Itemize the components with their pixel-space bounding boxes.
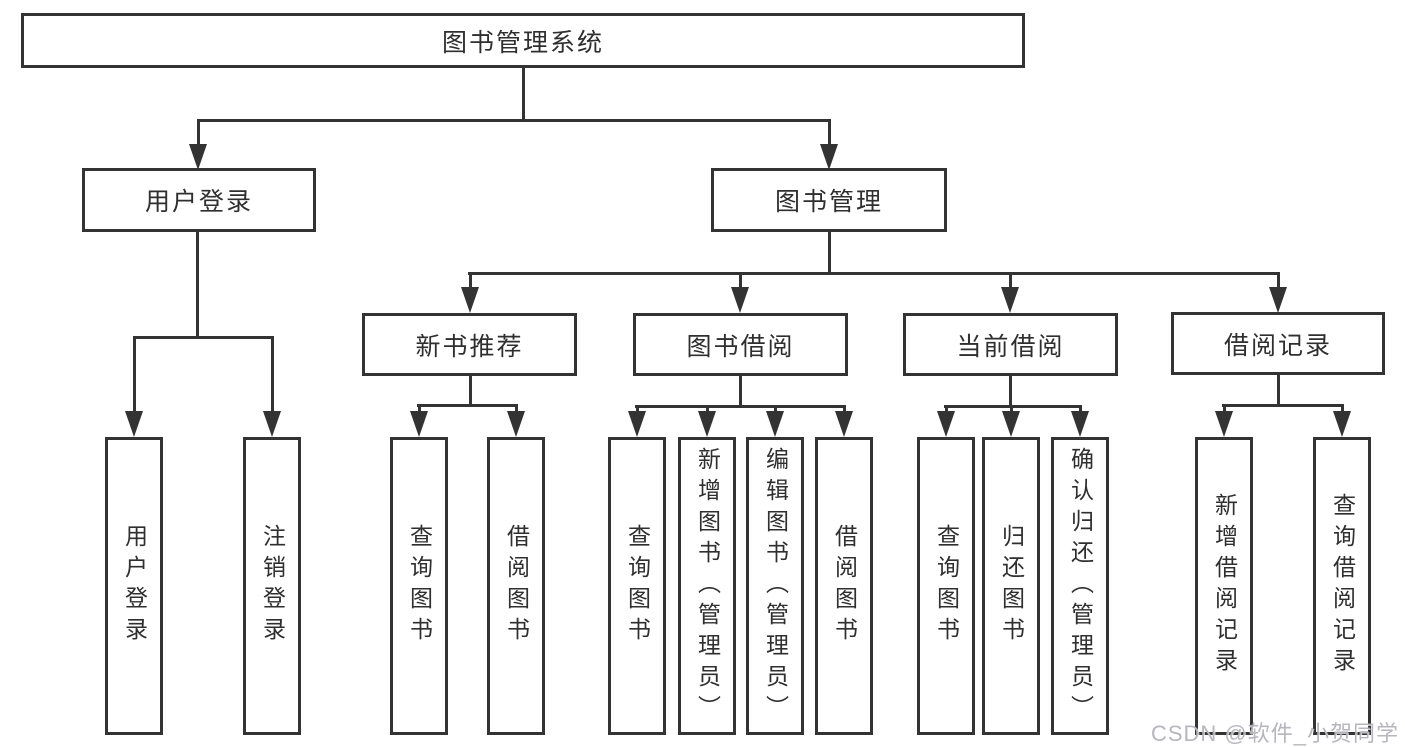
connector-line	[944, 405, 1082, 408]
connector-line	[417, 404, 518, 407]
leaf-query-books-recommend: 查询图书	[390, 437, 448, 735]
node-borrow-records: 借阅记录	[1171, 312, 1385, 375]
node-current-borrowing-label: 当前借阅	[956, 332, 1065, 361]
arrow-down-icon	[189, 144, 207, 170]
connector-line	[1079, 405, 1082, 413]
arrow-down-icon	[731, 287, 749, 313]
connector-line	[1009, 375, 1012, 406]
connector-line	[133, 336, 136, 413]
arrow-down-icon	[1269, 287, 1287, 313]
leaf-confirm-return-admin: 确认归还（管理员）	[1051, 437, 1109, 735]
connector-line	[522, 68, 525, 120]
node-borrow-records-label: 借阅记录	[1223, 331, 1332, 360]
arrow-down-icon	[1002, 411, 1020, 437]
leaf-borrow-books-borrowing: 借阅图书	[815, 437, 873, 735]
leaf-query-books-borrowing-label: 查询图书	[624, 524, 651, 648]
connector-line	[197, 119, 200, 146]
connector-line	[469, 375, 472, 405]
leaf-edit-book-admin-label: 编辑图书（管理员）	[762, 446, 789, 726]
arrow-down-icon	[1071, 411, 1089, 437]
arrow-down-icon	[766, 411, 784, 437]
arrow-down-icon	[937, 411, 955, 437]
node-book-borrowing: 图书借阅	[633, 313, 848, 376]
arrow-down-icon	[1001, 287, 1019, 313]
leaf-logout: 注销登录	[243, 437, 301, 735]
arrow-down-icon	[835, 411, 853, 437]
connector-line	[843, 405, 846, 413]
node-user-login-label: 用户登录	[144, 188, 253, 216]
connector-line	[1223, 404, 1226, 413]
watermark: CSDN @软件_小贺同学	[1150, 721, 1399, 746]
arrow-down-icon	[628, 411, 646, 437]
leaf-query-books-borrowing: 查询图书	[608, 437, 666, 735]
connector-line	[133, 336, 274, 339]
leaf-edit-book-admin: 编辑图书（管理员）	[746, 437, 804, 735]
arrow-down-icon	[1333, 411, 1351, 437]
node-new-book-recommend: 新书推荐	[362, 313, 577, 376]
leaf-borrow-books-recommend-label: 借阅图书	[503, 524, 530, 648]
leaf-query-books-current: 查询图书	[917, 437, 975, 735]
node-root: 图书管理系统	[21, 13, 1025, 68]
connector-line	[739, 375, 742, 406]
leaf-query-books-recommend-label: 查询图书	[406, 524, 433, 648]
connector-line	[418, 404, 421, 413]
connector-line	[468, 272, 1280, 275]
connector-line	[1222, 404, 1344, 407]
leaf-borrow-books-borrowing-label: 借阅图书	[831, 524, 858, 648]
leaf-query-books-current-label: 查询图书	[933, 524, 960, 648]
connector-line	[1010, 405, 1013, 413]
connector-line	[828, 231, 831, 273]
connector-line	[271, 336, 274, 413]
arrow-down-icon	[263, 411, 281, 437]
arrow-down-icon	[461, 287, 479, 313]
node-book-borrowing-label: 图书借阅	[686, 332, 795, 361]
arrow-down-icon	[1215, 411, 1233, 437]
arrow-down-icon	[507, 411, 525, 437]
node-root-label: 图书管理系统	[441, 28, 604, 57]
leaf-return-book-label: 归还图书	[998, 524, 1025, 648]
arrow-down-icon	[125, 411, 143, 437]
connector-line	[945, 405, 948, 413]
arrow-down-icon	[698, 411, 716, 437]
leaf-query-borrow-record: 查询借阅记录	[1313, 437, 1371, 735]
leaf-borrow-books-recommend: 借阅图书	[487, 437, 545, 735]
leaf-confirm-return-admin-label: 确认归还（管理员）	[1067, 446, 1094, 726]
leaf-user-login: 用户登录	[105, 437, 163, 735]
connector-line	[706, 405, 709, 413]
arrow-down-icon	[410, 411, 428, 437]
connector-line	[1277, 272, 1280, 289]
connector-line	[635, 405, 846, 408]
connector-line	[1341, 404, 1344, 413]
leaf-add-book-admin-label: 新增图书（管理员）	[694, 446, 721, 726]
leaf-add-borrow-record-label: 新增借阅记录	[1211, 493, 1238, 679]
leaf-add-book-admin: 新增图书（管理员）	[678, 437, 736, 735]
leaf-query-borrow-record-label: 查询借阅记录	[1329, 493, 1356, 679]
node-new-book-recommend-label: 新书推荐	[415, 332, 524, 361]
node-current-borrowing: 当前借阅	[903, 313, 1118, 376]
leaf-user-login-label: 用户登录	[121, 524, 148, 648]
node-user-login: 用户登录	[82, 168, 316, 232]
leaf-add-borrow-record: 新增借阅记录	[1195, 437, 1253, 735]
node-book-management-label: 图书管理	[774, 188, 883, 216]
node-book-management: 图书管理	[711, 168, 947, 232]
connector-line	[828, 119, 831, 146]
connector-line	[739, 272, 742, 289]
connector-line	[774, 405, 777, 413]
connector-line	[197, 119, 831, 122]
connector-line	[469, 272, 472, 289]
connector-line	[636, 405, 639, 413]
leaf-logout-label: 注销登录	[259, 524, 286, 648]
arrow-down-icon	[820, 144, 838, 170]
connector-line	[196, 231, 199, 337]
connector-line	[515, 404, 518, 413]
connector-line	[1009, 272, 1012, 289]
leaf-return-book: 归还图书	[982, 437, 1040, 735]
connector-line	[1277, 375, 1280, 405]
